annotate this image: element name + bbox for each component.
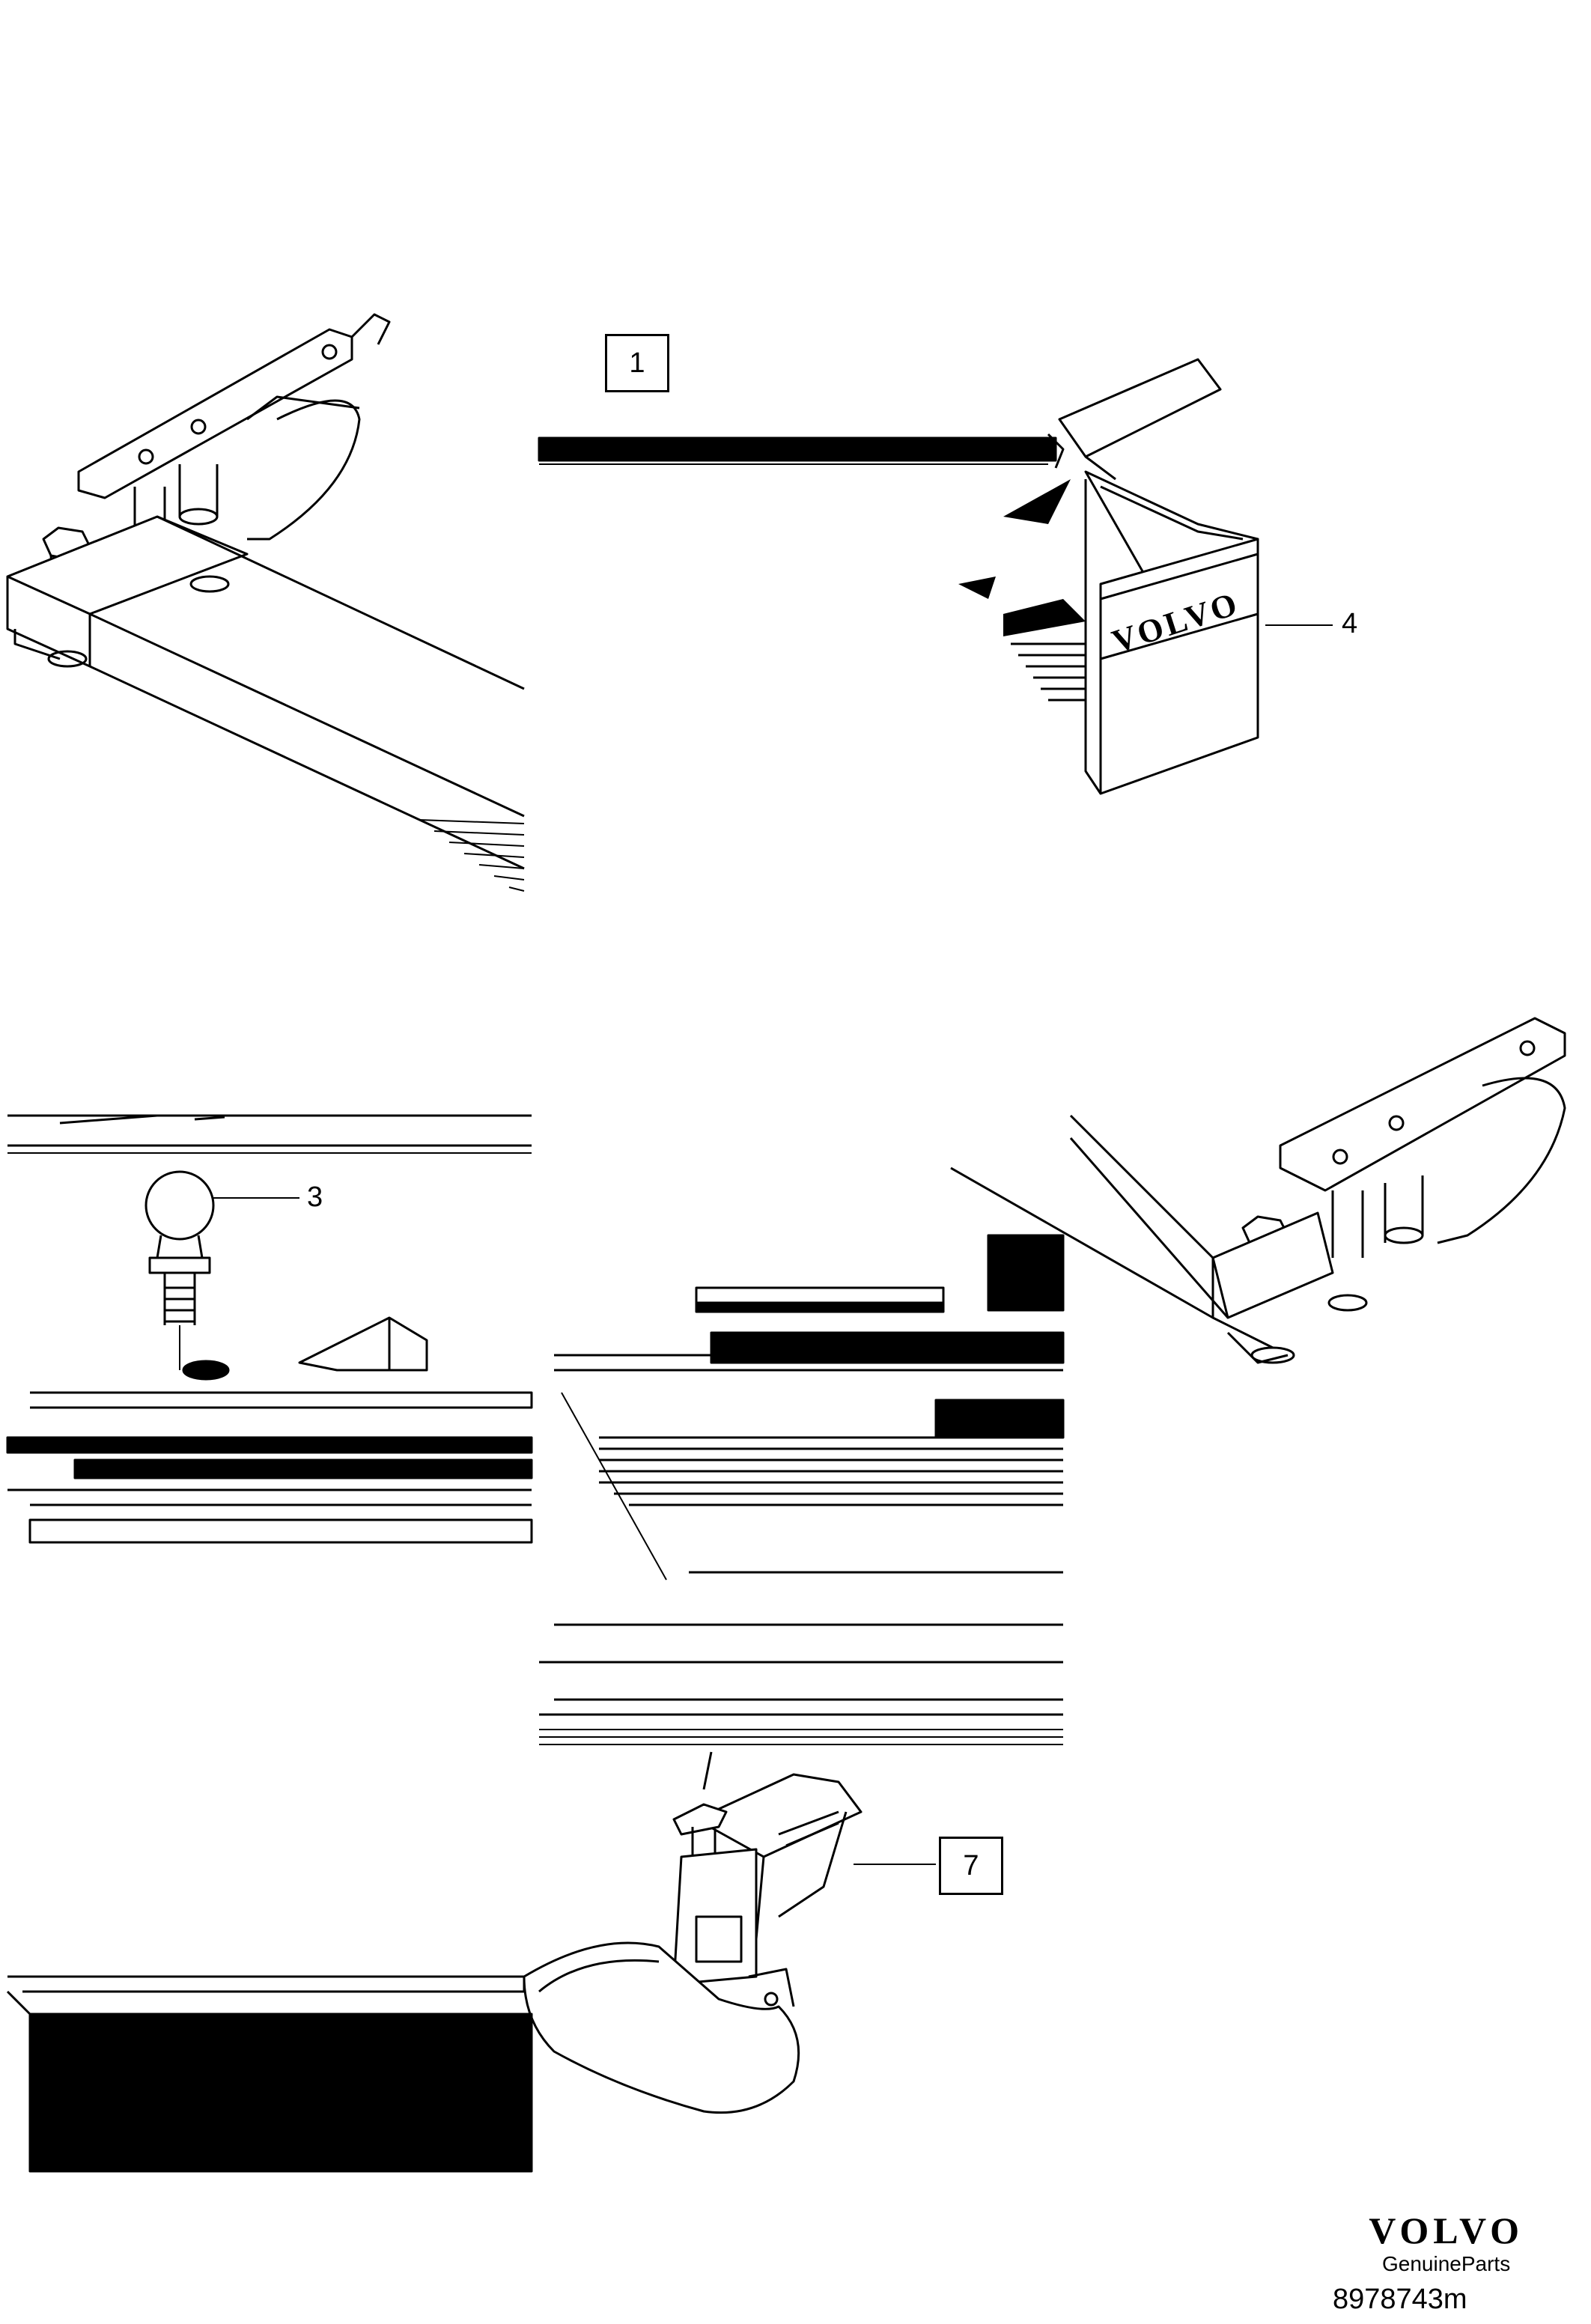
center-bar-fragments	[539, 1234, 1065, 1745]
diagram-id: 8978743m	[1333, 2284, 1467, 2315]
load-bar-section	[538, 433, 1065, 469]
callout-7: 7	[939, 1837, 1003, 1895]
roof-rack-foot-7	[523, 1751, 936, 2114]
callout-1: 1	[605, 334, 669, 392]
roof-rack-foot-left	[6, 313, 525, 892]
callout-4: 4	[1342, 608, 1358, 639]
genuine-parts-label: GenuineParts	[1382, 2252, 1511, 2275]
volvo-logo: VOLVO	[1369, 2209, 1524, 2251]
callout-3: 3	[307, 1181, 323, 1213]
roof-rack-foot-right	[950, 1017, 1566, 1364]
callout-7-label: 7	[963, 1849, 979, 1882]
callout-1-label: 1	[629, 347, 645, 379]
brand-block: VOLVO GenuineParts	[1369, 2209, 1524, 2276]
volvo-box: VOLVO	[958, 358, 1333, 795]
ball-stud-assembly	[6, 1114, 533, 1544]
bottom-left-bar-fragment	[6, 1975, 533, 2173]
